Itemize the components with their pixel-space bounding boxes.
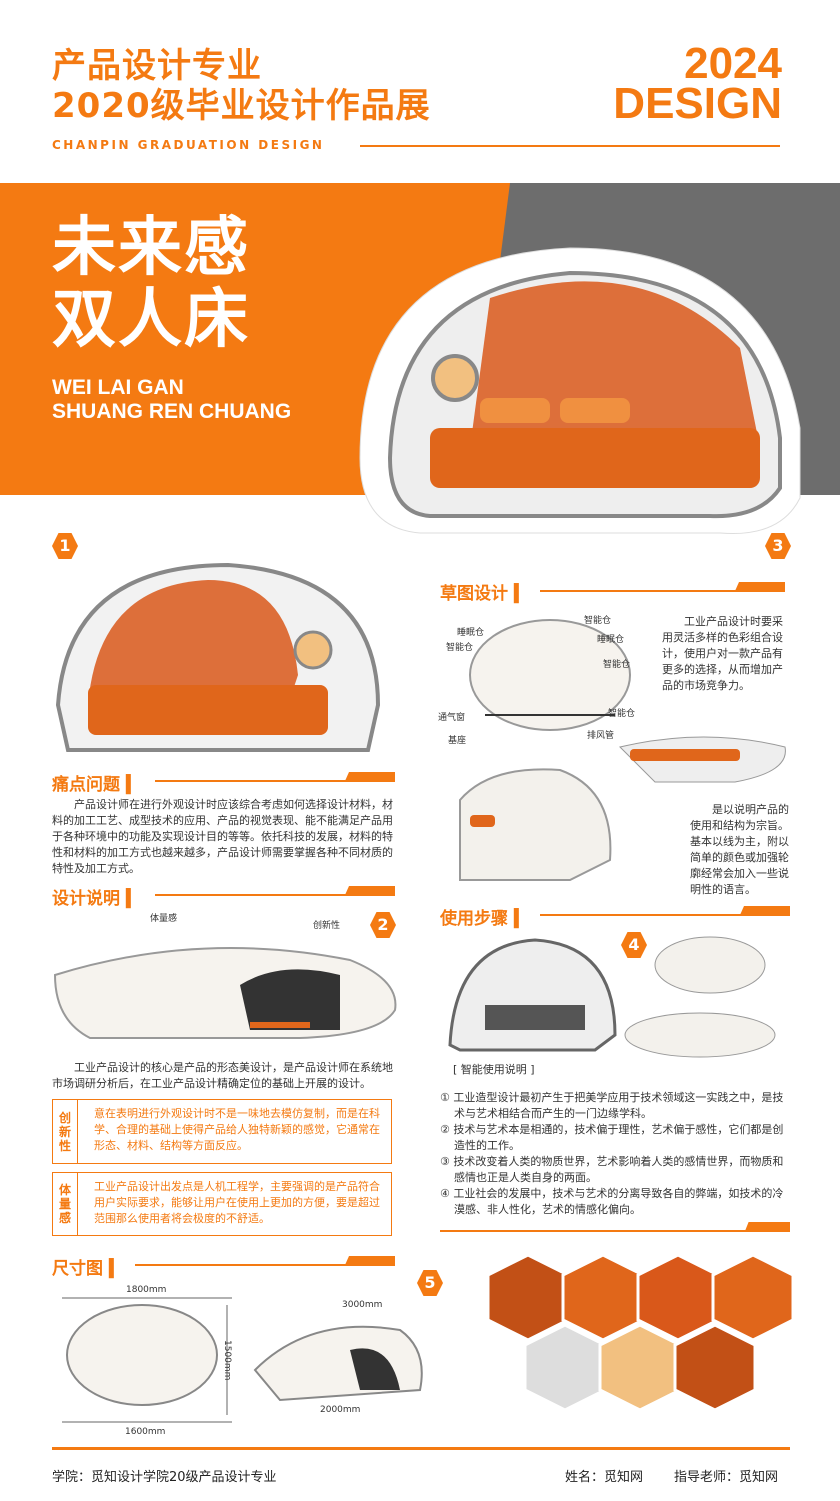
sketch-label: 排风管 xyxy=(587,731,615,741)
front-dimension-drawing xyxy=(62,1297,232,1423)
box-key: 体量感 xyxy=(53,1173,79,1235)
dimension-height: 1500mm xyxy=(222,1340,232,1381)
step-item: ③ 技术改变着人类的物质世界，艺术影响着人类的感情世界，而物质和感情也正是人类自… xyxy=(440,1155,784,1184)
divider-tab xyxy=(345,1256,395,1265)
year: 2024 xyxy=(684,39,782,88)
side-sketch-image xyxy=(53,947,397,1039)
sketch-label: 睡眠仓 xyxy=(597,635,625,645)
footer-school: 学院：觅知设计学院20级产品设计专业 xyxy=(52,1470,277,1485)
box-text: 工业产品设计出发点是人机工程学，主要强调的是产品符合用户实际要求，能够让用户在使… xyxy=(94,1180,381,1225)
divider-tab xyxy=(745,1222,790,1231)
title-line-2: 2020级毕业设计作品展 xyxy=(52,86,431,126)
steps-list: ① 工业造型设计最初产生于把美学应用于技术领域这一实践之中，是技术与艺术相结合而… xyxy=(440,1090,792,1218)
sketch-label: 智能仓 xyxy=(608,709,636,719)
sketch-text-1: 工业产品设计时要采用灵活多样的色彩组合设计，使用户对一款产品有更多的选择，从而增… xyxy=(662,615,783,692)
label-innovation: 创新性 xyxy=(313,921,341,931)
label-volume: 体量感 xyxy=(150,914,178,924)
sketch-text-2: 是以说明产品的使用和结构为宗旨。基本以线为主，附以简单的颜色或加强轮廓经常会加入… xyxy=(690,803,789,896)
sketch-label: 智能仓 xyxy=(584,616,612,626)
step-item: ④ 工业社会的发展中，技术与艺术的分离导致各自的弊端，如技术的冷漠感、非人性化，… xyxy=(440,1187,784,1216)
divider xyxy=(135,1264,395,1266)
footer-teacher: 指导老师：觅知网 xyxy=(674,1470,779,1485)
footer-divider xyxy=(52,1447,790,1450)
heading-text: 设计说明 xyxy=(52,889,120,909)
pain-text: 产品设计师在进行外观设计时应该综合考虑如何选择设计材料，材料的加工工艺、成型技术… xyxy=(52,798,393,875)
product-title-1: 未来感 xyxy=(52,211,250,285)
step-number-2: 2 xyxy=(370,912,396,938)
design-text: 工业产品设计的核心是产品的形态美设计，是产品设计师在系统地市场调研分析后，在工业… xyxy=(52,1061,393,1090)
heading-text: 尺寸图 xyxy=(52,1259,103,1279)
sketch-label: 通气窗 xyxy=(438,713,466,723)
divider xyxy=(540,590,785,592)
bed-image-1 xyxy=(55,562,381,752)
poster-subtitle: CHANPIN GRADUATION DESIGN xyxy=(52,138,325,152)
pinyin-1: WEI LAI GAN xyxy=(52,376,184,399)
front-sketch-image xyxy=(469,619,631,731)
sketch-label: 睡眠仓 xyxy=(457,628,485,638)
section-heading-sketch: 草图设计 ▍ xyxy=(440,584,527,604)
box-key: 创新性 xyxy=(53,1100,79,1163)
flat-bed-image xyxy=(619,736,786,783)
box-text: 意在表明进行外观设计时不是一味地去模仿复制，而是在科学、合理的基础上使得产品给人… xyxy=(94,1107,381,1152)
heading-text: 草图设计 xyxy=(440,584,508,604)
divider xyxy=(540,914,790,916)
pinyin-2: SHUANG REN CHUANG xyxy=(52,400,292,423)
open-pod-image xyxy=(459,768,612,881)
step-number-5: 5 xyxy=(417,1270,443,1296)
divider xyxy=(155,894,395,896)
design-word: DESIGN xyxy=(613,79,782,128)
step-item: ② 技术与艺术本是相通的，技术偏于理性，艺术偏于感性，它们都是创造性的工作。 xyxy=(440,1123,784,1152)
dimension-base: 1600mm xyxy=(125,1427,166,1437)
hero-bed-image xyxy=(359,247,801,535)
dimension-length: 3000mm xyxy=(342,1300,383,1310)
title-line-1: 产品设计专业 xyxy=(52,46,262,86)
side-dimension-drawing xyxy=(253,1325,423,1402)
divider-tab xyxy=(740,906,790,915)
dimension-bed-length: 2000mm xyxy=(320,1405,361,1415)
product-title: 未来感双人床 xyxy=(52,212,250,356)
heading-text: 痛点问题 xyxy=(52,775,120,795)
divider xyxy=(440,1230,790,1232)
divider-tab xyxy=(735,582,785,591)
usage-images xyxy=(448,936,776,1058)
section-heading-design: 设计说明 ▍ xyxy=(52,889,139,909)
section-heading-steps: 使用步骤 ▍ xyxy=(440,909,527,929)
sketch-label: 基座 xyxy=(448,736,467,746)
footer-name: 姓名：觅知网 xyxy=(565,1470,644,1485)
product-title-2: 双人床 xyxy=(52,283,250,357)
divider xyxy=(155,780,395,782)
divider-tab xyxy=(345,772,395,781)
usage-caption: [ 智能使用说明 ] xyxy=(453,1063,535,1076)
hexagon-detail-gallery xyxy=(488,1255,795,1412)
section-heading-pain: 痛点问题 ▍ xyxy=(52,775,139,795)
sketch-label: 智能仓 xyxy=(446,643,474,653)
dimension-width: 1800mm xyxy=(126,1285,167,1295)
volume-box: 体量感工业产品设计出发点是人机工程学，主要强调的是产品符合用户实际要求，能够让用… xyxy=(52,1172,392,1236)
sketch-label: 智能仓 xyxy=(603,660,631,670)
heading-text: 使用步骤 xyxy=(440,909,508,929)
innovation-box: 创新性意在表明进行外观设计时不是一味地去模仿复制，而是在科学、合理的基础上使得产… xyxy=(52,1099,392,1164)
divider-tab xyxy=(345,886,395,895)
step-item: ① 工业造型设计最初产生于把美学应用于技术领域这一实践之中，是技术与艺术相结合而… xyxy=(440,1091,784,1120)
divider xyxy=(360,145,780,147)
section-heading-size: 尺寸图 ▍ xyxy=(52,1259,122,1279)
